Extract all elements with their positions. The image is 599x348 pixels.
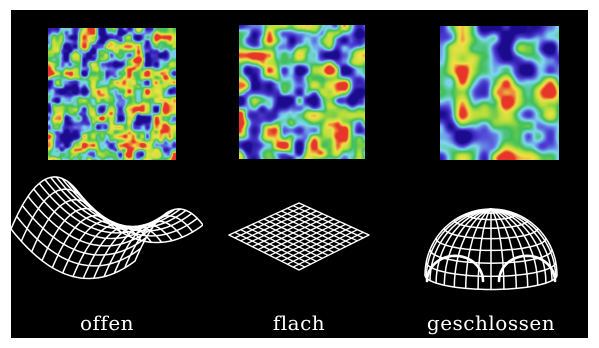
sphere-grid-icon	[424, 208, 558, 291]
cmb-map-medium-spots	[239, 25, 365, 159]
cmb-map-large-spots	[440, 26, 559, 160]
panel-open-universe: offen	[11, 10, 203, 338]
cmb-map-small-spots	[48, 28, 176, 160]
label-offen: offen	[79, 311, 135, 335]
panel-flat-universe: flach	[203, 10, 395, 338]
label-flach: flach	[272, 311, 326, 335]
panel-closed-universe: geschlossen	[395, 10, 587, 338]
figure-frame: offen flach geschlossen	[11, 10, 588, 338]
saddle-grid-icon	[11, 176, 203, 280]
label-geschlossen: geschlossen	[426, 311, 556, 335]
flat-grid-icon	[228, 202, 370, 271]
